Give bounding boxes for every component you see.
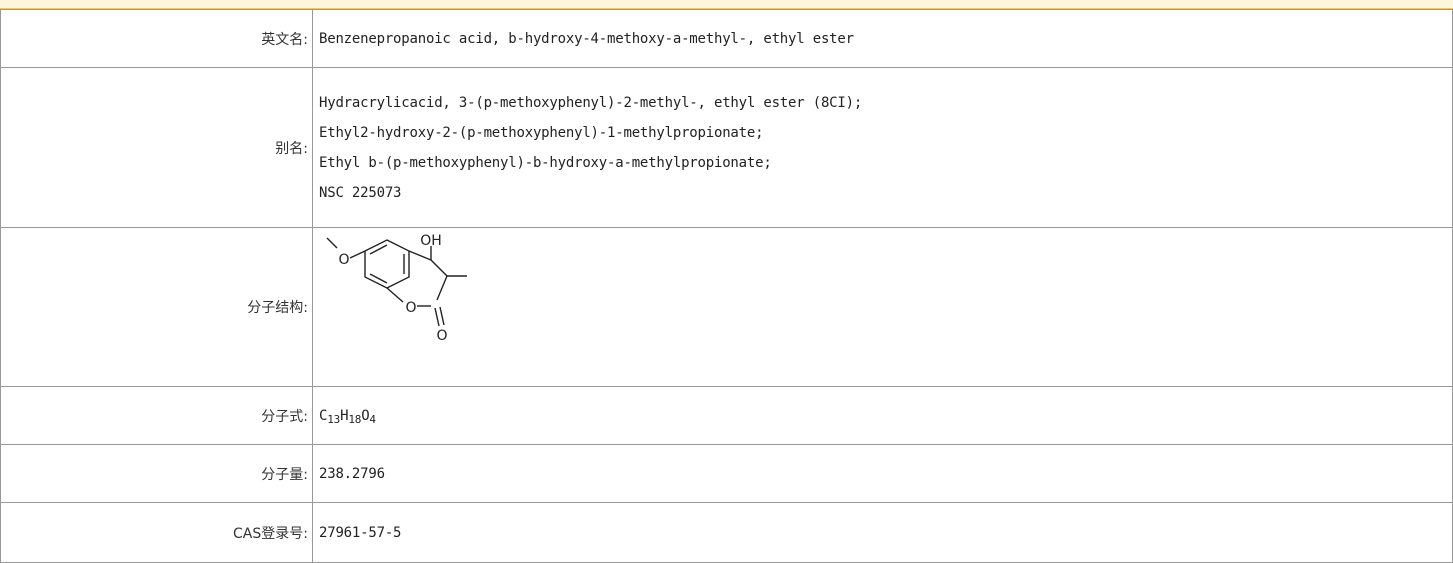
- alias-line: NSC 225073: [319, 184, 402, 201]
- value-english-name: Benzenepropanoic acid, b-hydroxy-4-metho…: [312, 9, 1453, 68]
- molecule-structure-image: OH O O O: [326, 233, 467, 344]
- label-structure: 分子结构:: [0, 227, 313, 387]
- label-molecular-weight: 分子量:: [0, 444, 313, 503]
- row-structure: 分子结构:: [0, 227, 1453, 387]
- alias-line: Ethyl2-hydroxy-2-(p-methoxyphenyl)-1-met…: [319, 124, 764, 141]
- value-aliases: Hydracrylicacid, 3-(p-methoxyphenyl)-2-m…: [312, 67, 1453, 228]
- label-english-name: 英文名:: [0, 9, 313, 68]
- label-aliases: 别名:: [0, 67, 313, 228]
- ether-o-label: O: [338, 252, 349, 268]
- row-molecular-weight: 分子量: 238.2796: [0, 444, 1453, 503]
- label-cas-number: CAS登录号:: [0, 502, 313, 563]
- formula-subscript: 4: [369, 412, 376, 426]
- formula-element: O: [361, 407, 370, 424]
- formula-subscript: 13: [327, 412, 341, 426]
- label-formula: 分子式:: [0, 386, 313, 445]
- alias-line: Hydracrylicacid, 3-(p-methoxyphenyl)-2-m…: [319, 94, 863, 111]
- formula-element: H: [340, 407, 349, 424]
- compound-info-table: 英文名: Benzenepropanoic acid, b-hydroxy-4-…: [0, 9, 1453, 563]
- value-molecular-weight: 238.2796: [312, 444, 1453, 503]
- row-cas-number: CAS登录号: 27961-57-5: [0, 502, 1453, 563]
- value-cas-number: 27961-57-5: [312, 502, 1453, 563]
- carbonyl-o-label: O: [436, 328, 447, 344]
- oh-label: OH: [420, 233, 442, 249]
- value-structure: OH O O O: [312, 227, 1453, 387]
- row-english-name: 英文名: Benzenepropanoic acid, b-hydroxy-4-…: [0, 9, 1453, 68]
- value-formula: C13H18O4: [312, 386, 1453, 445]
- formula-subscript: 18: [348, 412, 362, 426]
- alias-line: Ethyl b-(p-methoxyphenyl)-b-hydroxy-a-me…: [319, 154, 772, 171]
- header-bar: [0, 0, 1453, 9]
- row-formula: 分子式: C13H18O4: [0, 386, 1453, 445]
- row-aliases: 别名: Hydracrylicacid, 3-(p-methoxyphenyl)…: [0, 67, 1453, 228]
- formula-element: C: [319, 407, 328, 424]
- ring-o-label: O: [405, 300, 416, 316]
